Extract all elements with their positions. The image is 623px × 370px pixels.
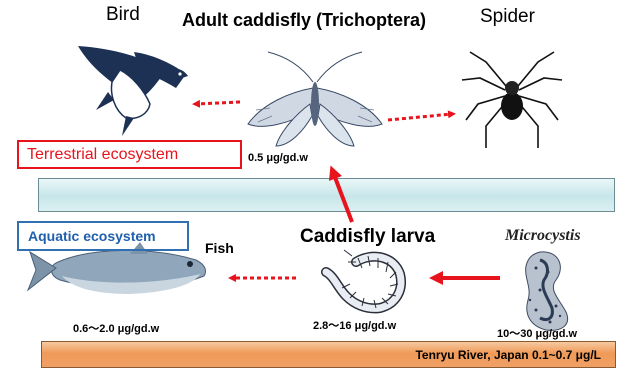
arrow-caddisfly-to-spider (388, 114, 452, 120)
caddisfly-larva-label: Caddisfly larva (300, 226, 435, 248)
adult-caddisfly-label: Adult caddisfly (Trichoptera) (182, 10, 426, 31)
caddisfly-larva-illustration (326, 250, 401, 308)
microcystis-label: Microcystis (505, 227, 581, 245)
adult-concentration: 0.5 μg/gd.w (248, 152, 308, 164)
microcystis-concentration: 10～30 μg/gd.w (497, 325, 577, 341)
larva-concentration: 2.8～16 μg/gd.w (313, 317, 396, 333)
arrow-larva-to-adult (333, 172, 352, 222)
bird-label: Bird (106, 4, 140, 26)
microcystis-illustration (526, 252, 568, 331)
spider-label: Spider (480, 6, 535, 28)
bird-illustration (78, 46, 188, 136)
fish-concentration: 0.6～2.0 μg/gd.w (73, 320, 159, 336)
spider-illustration (462, 52, 562, 148)
adult-caddisfly-illustration (248, 52, 382, 146)
fish-label: Fish (205, 240, 234, 256)
terrestrial-ecosystem-box: Terrestrial ecosystem (17, 140, 242, 169)
arrow-caddisfly-to-bird (196, 102, 240, 104)
aquatic-ecosystem-box: Aquatic ecosystem (17, 221, 189, 251)
